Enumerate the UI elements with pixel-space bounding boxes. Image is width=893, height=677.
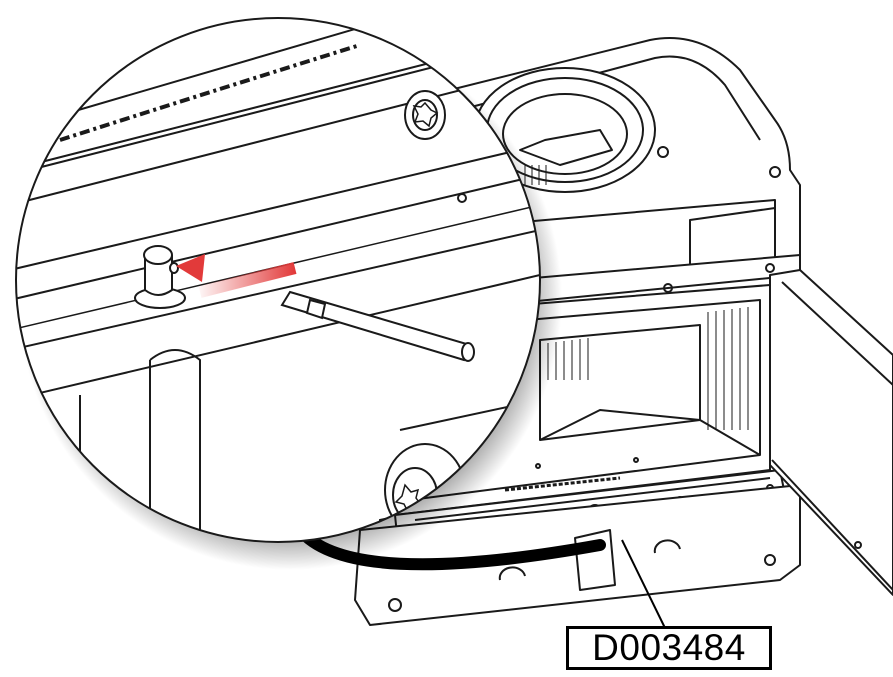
- open-door: [769, 269, 893, 596]
- locating-pin: [134, 245, 186, 309]
- insertion-arrowhead: [176, 254, 205, 282]
- warning-text-strip: [504, 476, 621, 492]
- insertion-arrow: [198, 262, 297, 298]
- reference-leader-line: [621, 539, 666, 629]
- leader-curve: [294, 524, 606, 571]
- insertion-rod: [280, 290, 475, 362]
- screw-top-icon: [404, 90, 446, 140]
- embossed-text-rim: [59, 43, 361, 142]
- reference-code-label: D003484: [566, 626, 772, 670]
